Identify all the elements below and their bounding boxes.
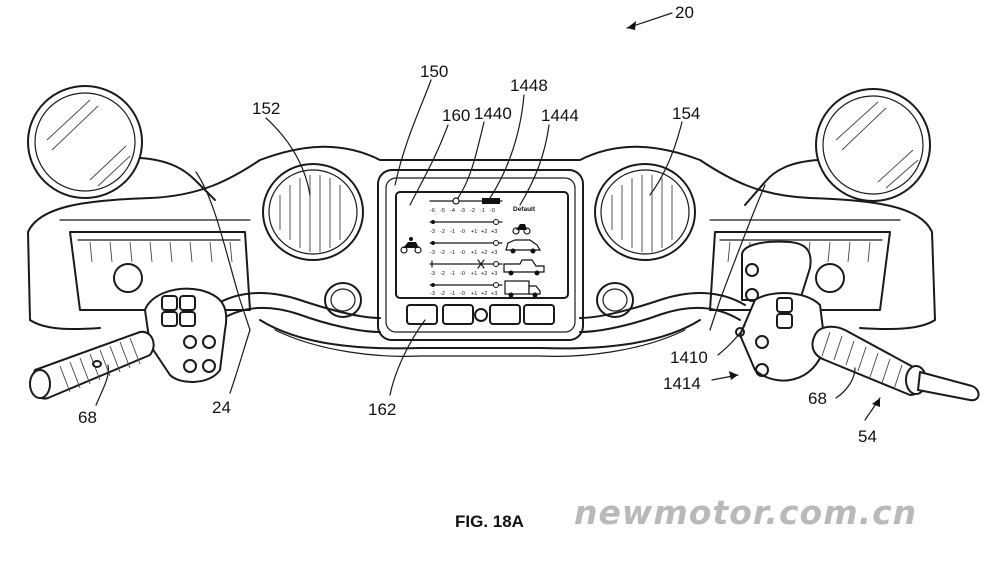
reference-labels: 20 152 150 160 1440 1448 1444 154 162 68… [78,3,917,532]
label-1444: 1444 [541,106,579,125]
left-switch-housing [144,287,228,383]
tick-label: -2 [440,250,445,256]
tick-label: -0 [460,250,465,256]
tick-label: -3 [430,271,435,277]
tick-label: -0 [460,291,465,297]
tick-label: +1 [471,229,477,235]
watermark: newmotor.com.cn [574,493,917,532]
tick-label: -3 [430,250,435,256]
tick-label: -1 [480,208,485,214]
left-gauge [262,163,364,318]
right-gauge [594,163,696,318]
tick-label: -3 [430,291,435,297]
label-1448: 1448 [510,76,548,95]
tick-label: -0 [460,271,465,277]
scale-row-1: -6 -5 -4 -3 -2 -1 -0 Default [429,197,536,214]
label-162: 162 [368,400,396,419]
tick-label: -4 [450,208,455,214]
label-150: 150 [420,62,448,81]
center-knob[interactable] [474,308,488,322]
scale-row-4: -3 -2 -1 -0 +1 +2 +3 [429,259,503,277]
tick-label: -1 [450,229,455,235]
label-1414: 1414 [663,374,701,393]
fairing [27,145,936,357]
scale-row-2: -3 -2 -1 -0 +1 +2 +3 [429,219,503,235]
tick-label: -2 [440,271,445,277]
tick-label: -3 [460,208,465,214]
center-display [377,169,584,341]
tick-label: +2 [481,271,487,277]
handlebar [195,171,766,333]
label-154: 154 [672,104,700,123]
scale-row-5: -3 -2 -1 -0 +1 +2 +3 [429,282,503,297]
figure-label: FIG. 18A [455,512,524,531]
label-160: 160 [442,106,470,125]
tick-label: -2 [470,208,475,214]
tick-label: -0 [460,229,465,235]
label-24: 24 [212,398,231,417]
car-icon [505,239,542,254]
label-1440: 1440 [474,104,512,123]
tick-label: +1 [471,271,477,277]
active-setting-bar [482,198,500,204]
tick-label: -6 [430,208,435,214]
tick-label: +2 [481,291,487,297]
tick-label: +2 [481,229,487,235]
label-1410: 1410 [670,348,708,367]
rider-icon [400,237,422,254]
label-20: 20 [675,3,694,22]
tick-label: -2 [440,229,445,235]
scale-row-3: -3 -2 -1 -0 +1 +2 +3 [429,240,503,256]
tick-label: +3 [491,229,497,235]
tick-label: -2 [440,291,445,297]
tick-label: +3 [491,291,497,297]
label-68-right: 68 [808,389,827,408]
tick-label: -5 [440,208,445,214]
display-button[interactable] [489,304,521,325]
tick-label: +1 [471,291,477,297]
tick-label: +2 [481,250,487,256]
display-button[interactable] [523,304,555,325]
tick-label: -3 [430,229,435,235]
tick-label: +1 [471,250,477,256]
display-button[interactable] [406,304,438,325]
left-grip [29,330,155,400]
motorcycle-icon [512,224,531,235]
label-54: 54 [858,427,877,446]
truck-icon [504,280,541,298]
right-mirror [744,88,931,206]
display-button[interactable] [442,304,474,325]
pickup-icon [503,259,545,276]
display-buttons [406,304,555,325]
label-152: 152 [252,99,280,118]
tick-label: -0 [490,208,495,214]
tick-label: +3 [491,271,497,277]
default-label: Default [513,206,536,213]
right-grip [811,325,980,402]
tick-label: +3 [491,250,497,256]
tick-label: -1 [450,271,455,277]
label-68-left: 68 [78,408,97,427]
scale-marker [452,197,460,205]
left-mirror [27,85,216,201]
tick-label: -1 [450,291,455,297]
right-switch-housing [735,240,826,382]
display-screen: -6 -5 -4 -3 -2 -1 -0 Default -3 -2 -1 -0… [400,197,545,298]
tick-label: -1 [450,250,455,256]
leader-lines [95,12,881,421]
